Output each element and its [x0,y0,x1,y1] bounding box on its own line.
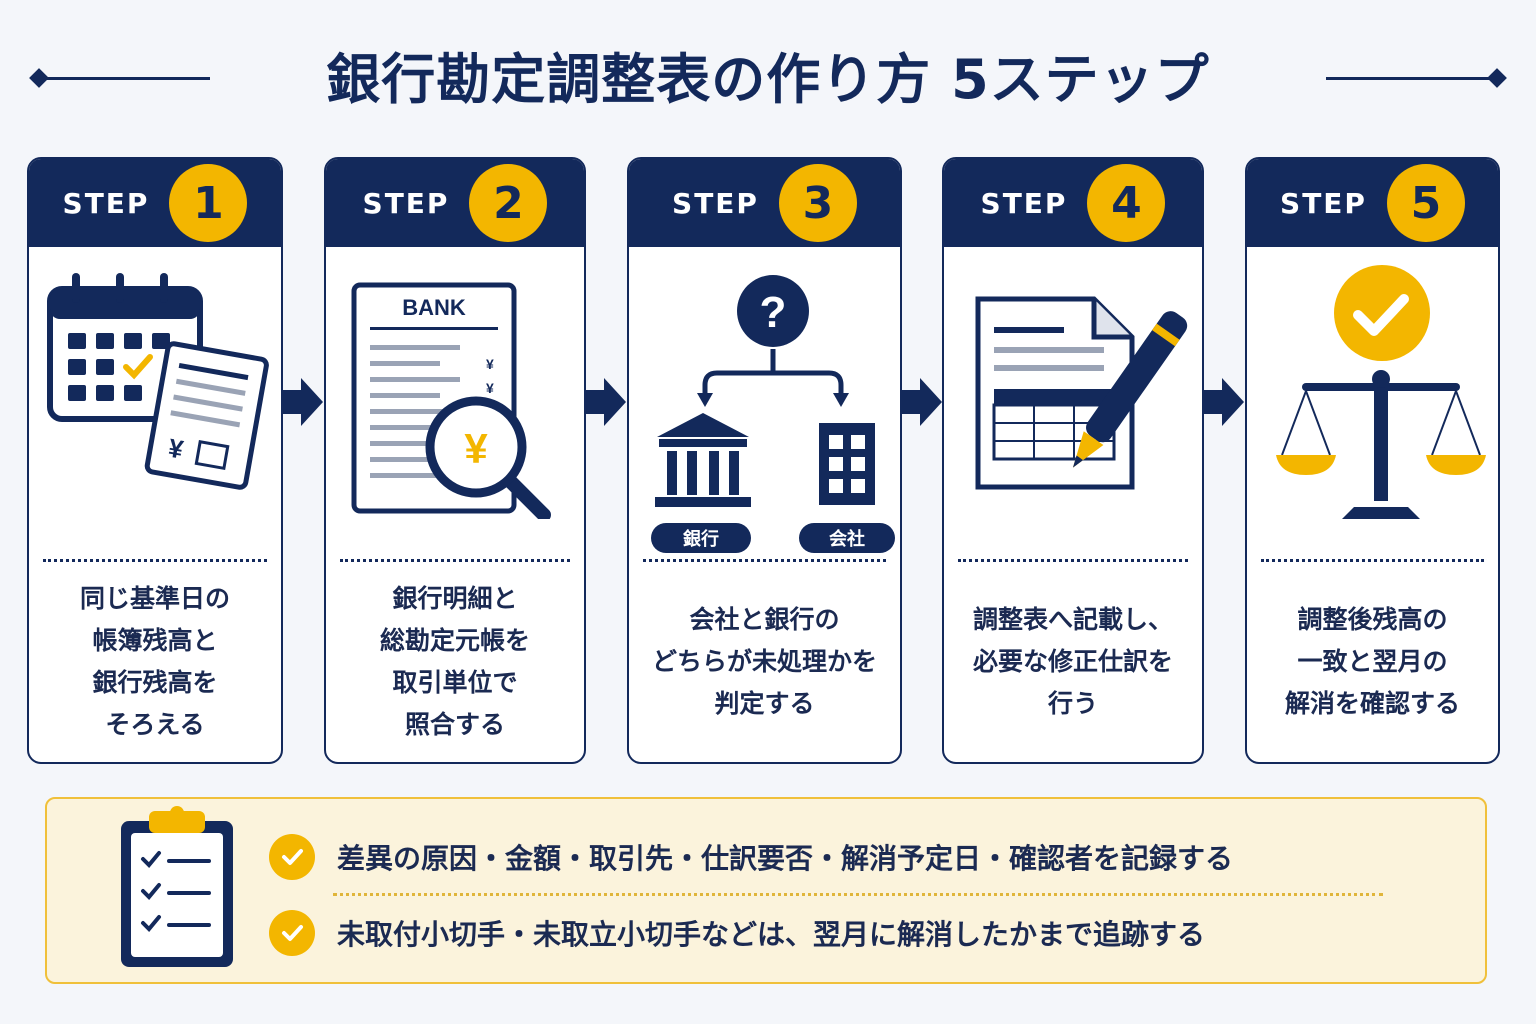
svg-text:¥: ¥ [486,356,494,372]
document-pen-icon [944,259,1202,599]
arrow-right-icon [902,378,942,426]
check-scale-icon [1247,259,1498,599]
step-number-badge: 3 [778,164,857,242]
svg-text:¥: ¥ [166,433,186,465]
step-card-4: STEP 4 調整表へ記載し、 必要な修正仕訳を 行う [942,157,1204,764]
arrow-right-icon [586,378,626,426]
step-divider [958,559,1188,562]
question-mark: ? [759,288,786,337]
calendar-document-icon: ¥ [29,259,281,599]
title-line-right [1326,77,1496,80]
arrow-right-icon [1204,378,1244,426]
step-description: 銀行明細と 総勘定元帳を 取引単位で 照合する [379,584,530,739]
step-label: STEP [980,186,1068,220]
step-description: 会社と銀行の どちらが未処理かを 判定する [651,605,877,718]
step-number-badge: 1 [169,164,248,242]
step-card-3: STEP 3 ? [627,157,902,764]
step-description: 調整表へ記載し、 必要な修正仕訳を 行う [972,605,1173,718]
bank-building-icon [654,413,751,507]
note-item: 未取付小切手・未取立小切手などは、翌月に解消したかまで追跡する [269,905,1205,961]
step-card-2: STEP 2 BANK ¥¥¥ ¥ 銀行明細と 総勘定元帳を 取引単位で 照合す… [324,157,586,764]
step-label: STEP [672,186,759,220]
step-card-1: STEP 1 ¥ [27,157,283,764]
note-divider [333,893,1383,896]
svg-text:¥: ¥ [486,380,494,396]
arrow-right-icon [283,378,323,426]
step-label: STEP [362,186,450,220]
step-description: 同じ基準日の 帳簿残高と 銀行残高を そろえる [79,584,230,739]
company-building-icon [818,423,875,505]
step-divider [43,559,267,562]
step-label: STEP [62,186,150,220]
title-row: 銀行勘定調整表の作り方 5ステップ [0,40,1536,120]
clipboard-checklist-icon [121,806,233,967]
title-line-left [40,77,210,80]
bank-tag: 銀行 [683,528,719,550]
company-tag: 会社 [829,528,865,550]
note-text: 未取付小切手・未取立小切手などは、翌月に解消したかまで追跡する [337,918,1206,951]
step-description: 調整後残高の 一致と翌月の 解消を確認する [1284,605,1460,718]
step-number-badge: 2 [469,164,548,242]
step-header-2: STEP 2 [326,159,584,247]
step-divider [643,559,886,562]
page-title: 銀行勘定調整表の作り方 5ステップ [326,48,1210,111]
yen-symbol: ¥ [464,425,488,472]
notes-box: 差異の原因・金額・取引先・仕訳要否・解消予定日・確認者を記録する 未取付小切手・… [45,797,1487,984]
step-number-badge: 5 [1386,164,1465,242]
step-label: STEP [1280,186,1367,220]
step-header-5: STEP 5 [1247,159,1498,247]
check-icon [269,910,315,956]
step-card-5: STEP 5 調整後残高の 一致と翌月の 解消を確認する [1245,157,1500,764]
step-header-3: STEP 3 [629,159,900,247]
question-branch-icon: ? 銀行 会 [629,259,900,599]
bank-statement-magnifier-icon: BANK ¥¥¥ ¥ [326,259,584,599]
note-text: 差異の原因・金額・取引先・仕訳要否・解消予定日・確認者を記録する [337,842,1234,875]
step-header-4: STEP 4 [944,159,1202,247]
step-divider [1261,559,1484,562]
step-header-1: STEP 1 [29,159,281,247]
title-diamond-right [1487,68,1507,88]
step-divider [340,559,570,562]
statement-bank-label: BANK [402,295,466,320]
check-icon [269,834,315,880]
step-number-badge: 4 [1087,164,1166,242]
note-item: 差異の原因・金額・取引先・仕訳要否・解消予定日・確認者を記録する [269,829,1233,885]
